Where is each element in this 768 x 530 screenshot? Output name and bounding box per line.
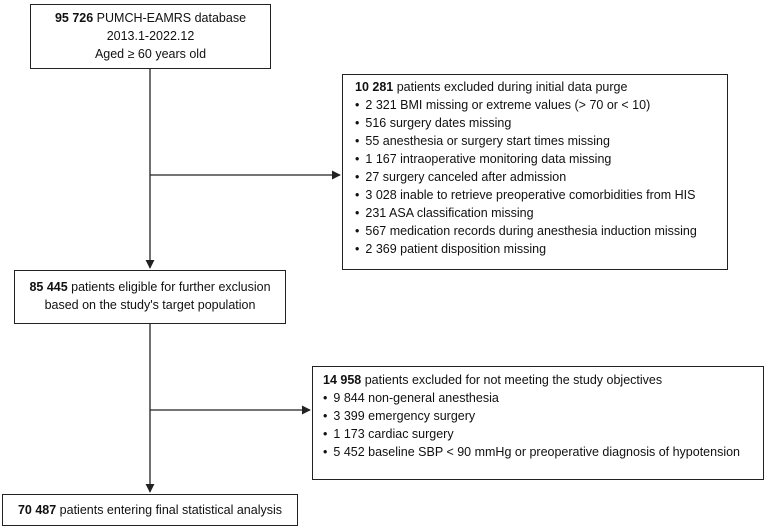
list-item: 231 ASA classification missing [355, 204, 727, 222]
initial-exclusion-list: 2 321 BMI missing or extreme values (> 7… [355, 96, 727, 258]
list-item: 567 medication records during anesthesia… [355, 222, 727, 240]
list-item: 516 surgery dates missing [355, 114, 727, 132]
list-item: 2 321 BMI missing or extreme values (> 7… [355, 96, 727, 114]
list-item: 3 028 inable to retrieve preoperative co… [355, 186, 727, 204]
objective-exclusion-title: 14 958 patients excluded for not meeting… [323, 373, 663, 387]
list-item: 9 844 non-general anesthesia [323, 389, 763, 407]
source-database-box: 95 726 PUMCH-EAMRS database 2013.1-2022.… [30, 4, 271, 69]
final-analysis-title: 70 487 patients entering final statistic… [17, 503, 283, 517]
target-population: based on the study's target population [44, 298, 256, 312]
final-analysis-box: 70 487 patients entering final statistic… [2, 494, 298, 526]
list-item: 2 369 patient disposition missing [355, 240, 727, 258]
list-item: 3 399 emergency surgery [323, 407, 763, 425]
list-item: 27 surgery canceled after admission [355, 168, 727, 186]
eligible-patients-title: 85 445 patients eligible for further exc… [29, 280, 271, 294]
initial-exclusion-title: 10 281 patients excluded during initial … [355, 80, 628, 94]
date-range: 2013.1-2022.12 [106, 29, 195, 43]
list-item: 55 anesthesia or surgery start times mis… [355, 132, 727, 150]
objective-exclusion-box: 14 958 patients excluded for not meeting… [312, 366, 764, 480]
age-criterion: Aged ≥ 60 years old [94, 47, 207, 61]
list-item: 5 452 baseline SBP < 90 mmHg or preopera… [323, 443, 763, 461]
list-item: 1 173 cardiac surgery [323, 425, 763, 443]
initial-exclusion-box: 10 281 patients excluded during initial … [342, 74, 728, 270]
list-item: 1 167 intraoperative monitoring data mis… [355, 150, 727, 168]
source-database-title: 95 726 PUMCH-EAMRS database [54, 11, 247, 25]
objective-exclusion-list: 9 844 non-general anesthesia 3 399 emerg… [323, 389, 763, 461]
eligible-patients-box: 85 445 patients eligible for further exc… [14, 270, 286, 324]
